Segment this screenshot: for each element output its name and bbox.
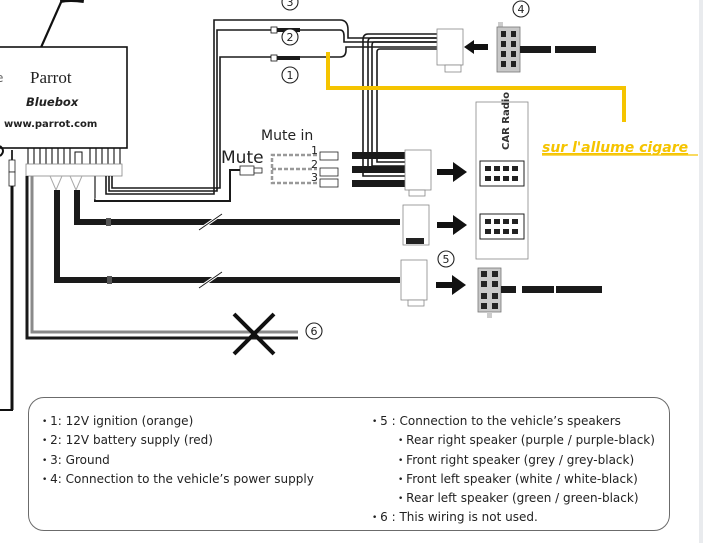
radio-wire-bundle — [362, 33, 440, 177]
callout-1: 1 — [287, 69, 294, 82]
power-connector-plug — [436, 28, 488, 73]
arrow-right-icon — [436, 275, 466, 295]
unit-pins — [27, 148, 121, 164]
car-radio-label: CAR Radio — [501, 92, 512, 150]
legend-subitem: Rear left speaker (green / green-black) — [372, 490, 655, 509]
mute-label: Mute — [221, 148, 264, 168]
callout-6: 6 — [311, 325, 318, 338]
legend-item: 3: Ground — [42, 452, 314, 471]
brand-label: Parrot — [30, 68, 72, 87]
legend-list-right: 5 : Connection to the vehicle’s speakers… — [372, 413, 655, 529]
arrow-right-icon — [437, 162, 467, 182]
website-label: www.parrot.com — [4, 119, 97, 130]
callout-5: 5 — [443, 253, 450, 266]
svg-text:2: 2 — [311, 158, 318, 171]
legend-item: 5 : Connection to the vehicle’s speakers — [372, 413, 655, 432]
legend-subitem: Front left speaker (white / white-black) — [372, 471, 655, 490]
radio-connector-plug-2 — [402, 204, 467, 246]
callouts — [281, 0, 530, 340]
mute-section: Mute in Mute 1 2 3 — [221, 128, 407, 188]
mute-in-label: Mute in — [261, 128, 313, 144]
model-label: Bluebox — [26, 95, 79, 109]
wire-6-unused — [25, 176, 298, 356]
vehicle-speaker-connector — [477, 267, 602, 318]
car-radio-panel: CAR Radio — [475, 92, 529, 260]
legend-item: 1: 12V ignition (orange) — [42, 413, 314, 432]
legend-item: 6 : This wiring is not used. — [372, 509, 655, 528]
legend-subitem: Rear right speaker (purple / purple-blac… — [372, 432, 655, 451]
parrot-bluebox-unit: Parrot Bluebox www.parrot.com e — [0, 46, 128, 177]
callout-3: 3 — [287, 0, 294, 9]
speaker-harness-wires — [49, 175, 400, 290]
scrollbar-edge — [699, 0, 703, 543]
svg-text:e: e — [0, 71, 3, 85]
callout-4: 4 — [518, 3, 525, 16]
annotation-line — [326, 52, 626, 122]
audio-jack — [0, 145, 16, 411]
svg-text:3: 3 — [311, 171, 318, 184]
legend-item: 2: 12V battery supply (red) — [42, 432, 314, 451]
vehicle-power-connector — [496, 22, 596, 73]
annotation-text: sur l'allume cigare — [542, 140, 688, 156]
svg-text:1: 1 — [311, 144, 318, 157]
callout-2: 2 — [287, 31, 294, 44]
arrow-left-icon — [464, 40, 488, 54]
legend-item: 4: Connection to the vehicle’s power sup… — [42, 471, 314, 490]
arrow-right-icon — [437, 215, 467, 235]
radio-connector-plug-1 — [404, 149, 467, 197]
legend-list-left: 1: 12V ignition (orange) 2: 12V battery … — [42, 413, 314, 490]
legend-subitem: Front right speaker (grey / grey-black) — [372, 452, 655, 471]
power-wire-bundle — [105, 19, 440, 195]
speaker-connector-plug — [400, 259, 466, 307]
